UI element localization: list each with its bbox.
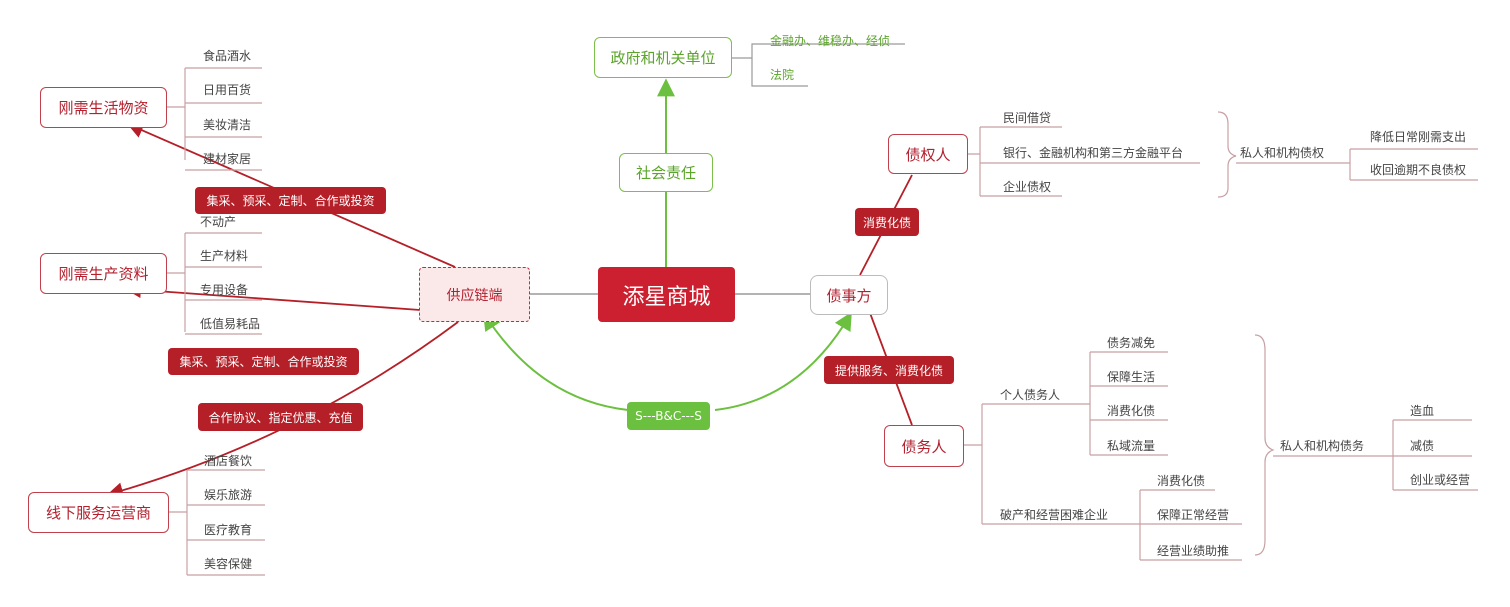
group-item: 医疗教育 <box>204 523 253 537</box>
group-item: 美妆清洁 <box>203 118 252 132</box>
edge-label-offline: 合作协议、指定优惠、充值 <box>198 403 363 431</box>
supply-chain-node: 供应链端 <box>419 267 530 322</box>
debtor-enterprise-item: 保障正常经营 <box>1157 508 1230 522</box>
group-item: 食品酒水 <box>203 49 252 63</box>
debtor-enterprise: 破产和经营困难企业 <box>1000 508 1109 522</box>
creditor-summary: 私人和机构债权 <box>1240 146 1325 160</box>
debtor-enterprise-item: 消费化债 <box>1157 474 1206 488</box>
creditor-item: 银行、金融机构和第三方金融平台 <box>1003 146 1184 160</box>
cycle-label: S---B&C---S <box>627 402 710 430</box>
group-item: 娱乐旅游 <box>204 488 253 502</box>
group-item: 不动产 <box>200 215 237 229</box>
center-node: 添星商城 <box>598 267 735 322</box>
group-item: 酒店餐饮 <box>204 454 253 468</box>
group-offline-operators: 线下服务运营商 <box>28 492 169 533</box>
group-item: 低值易耗品 <box>200 317 261 331</box>
creditor-item: 民间借贷 <box>1003 111 1052 125</box>
gov-item: 法院 <box>770 68 795 82</box>
group-item: 建材家居 <box>203 152 252 166</box>
creditor-node: 债权人 <box>888 134 968 174</box>
creditor-outcome: 收回逾期不良债权 <box>1370 163 1467 177</box>
debtor-outcome: 减债 <box>1410 439 1435 453</box>
debtor-individual-item: 保障生活 <box>1107 370 1156 384</box>
edge-label-production: 集采、预采、定制、合作或投资 <box>168 348 359 375</box>
debtor-summary: 私人和机构债务 <box>1280 439 1365 453</box>
edge-label-living: 集采、预采、定制、合作或投资 <box>195 187 386 214</box>
group-item: 日用百货 <box>203 83 252 97</box>
group-living-supplies: 刚需生活物资 <box>40 87 167 128</box>
group-production-materials: 刚需生产资料 <box>40 253 167 294</box>
debtor-individual-item: 私域流量 <box>1107 439 1156 453</box>
debtor-individual-item: 债务减免 <box>1107 336 1156 350</box>
gov-item: 金融办、维稳办、经侦 <box>770 34 891 48</box>
edge-label-debtor: 提供服务、消费化债 <box>824 356 954 384</box>
group-item: 生产材料 <box>200 249 249 263</box>
debtor-individual-item: 消费化债 <box>1107 404 1156 418</box>
edge-label-creditor: 消费化债 <box>855 208 919 236</box>
creditor-outcome: 降低日常刚需支出 <box>1370 130 1467 144</box>
debt-party-node: 债事方 <box>810 275 888 315</box>
creditor-item: 企业债权 <box>1003 180 1052 194</box>
government-node: 政府和机关单位 <box>594 37 732 78</box>
debtor-outcome: 创业或经营 <box>1410 473 1471 487</box>
debtor-node: 债务人 <box>884 425 964 467</box>
debtor-enterprise-item: 经营业绩助推 <box>1157 544 1230 558</box>
group-item: 专用设备 <box>200 283 249 297</box>
debtor-individual: 个人债务人 <box>1000 388 1061 402</box>
social-responsibility-node: 社会责任 <box>619 153 713 192</box>
debtor-outcome: 造血 <box>1410 404 1435 418</box>
group-item: 美容保健 <box>204 557 253 571</box>
